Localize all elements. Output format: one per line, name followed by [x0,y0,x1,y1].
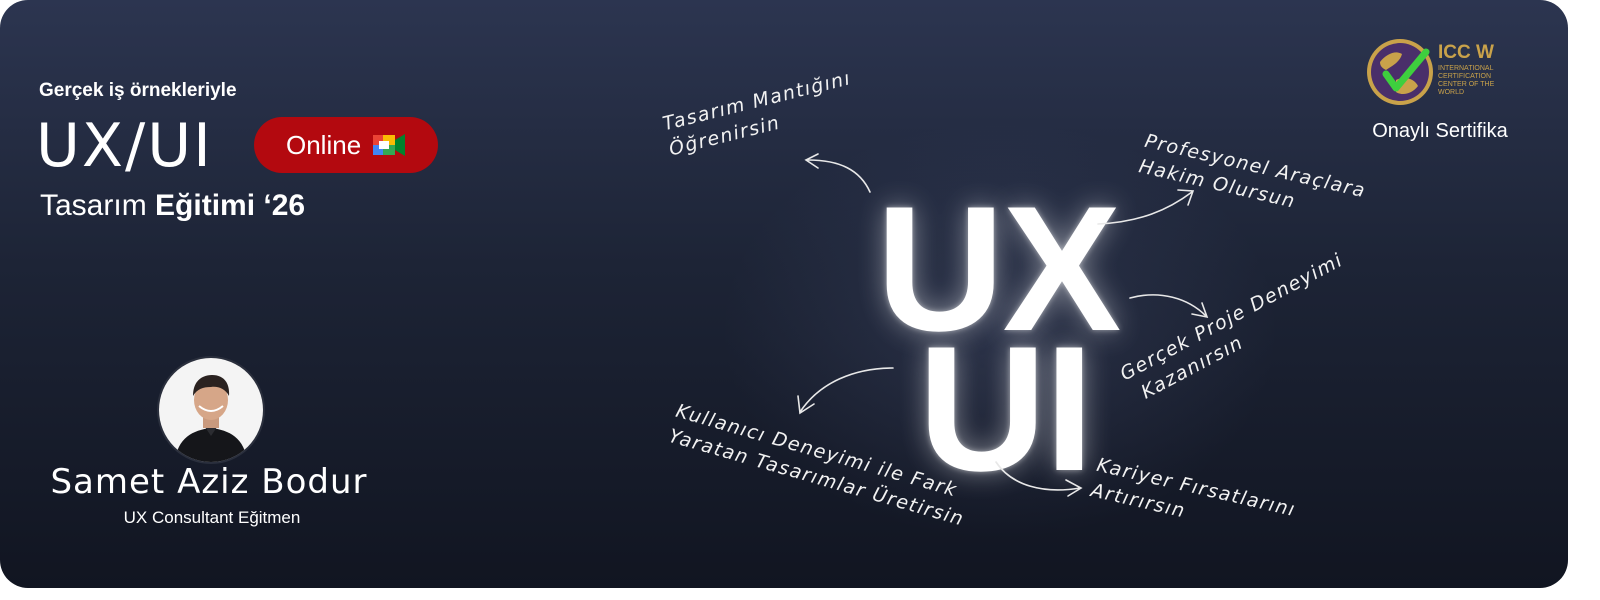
cert-logo-line: WORLD [1438,89,1464,96]
cert-logo-line: INTERNATIONAL [1438,65,1494,72]
arrow-icon [1191,302,1209,319]
arrow-icon [797,395,815,415]
instructor-avatar [157,356,265,464]
subtitle-strong: Eğitimi ‘26 [155,189,306,222]
tagline: Gerçek iş örnekleriyle [39,80,237,101]
arrow-icon [799,367,894,413]
arrow-icon [1129,294,1207,317]
certificate-label: Onaylı Sertifika [1372,120,1508,142]
instructor-photo [159,358,263,462]
note-real-project: Gerçek Proje Deneyimi Kazanırsın [1116,247,1360,410]
subtitle: Tasarım Eğitimi ‘26 [40,189,305,223]
instructor-role: UX Consultant Eğitmen [123,508,301,527]
course-banner: Gerçek iş örnekleriyle UX/UI Online Tasa… [0,0,1568,588]
online-label: Online [286,129,362,160]
arrow-icon [1177,189,1195,206]
big-ui-text: UI [918,309,1094,508]
cert-logo-title: ICC W [1438,42,1494,63]
note-design-logic: Tasarım Mantığını Öğrenirsin [660,65,860,162]
cert-logo-line: CERTIFICATION [1438,73,1491,80]
arrow-icon [804,153,819,169]
big-ux-text: UX [876,169,1121,368]
note-pro-tools: Profesyonel Araçlara Hakim Olursun [1136,128,1368,230]
course-title: UX/UI [36,111,213,181]
note-career: Kariyer Fırsatlarını Artırırsın [1088,452,1298,548]
arrow-icon [807,159,871,193]
instructor-name: Samet Aziz Bodur [50,462,368,502]
cert-logo-line: CENTER OF THE [1438,81,1495,88]
subtitle-light: Tasarım [40,189,147,222]
google-meet-icon [373,134,406,156]
globe-check-icon: ICC W INTERNATIONAL CERTIFICATION CENTER… [1367,39,1495,105]
online-badge: Online [254,117,438,173]
